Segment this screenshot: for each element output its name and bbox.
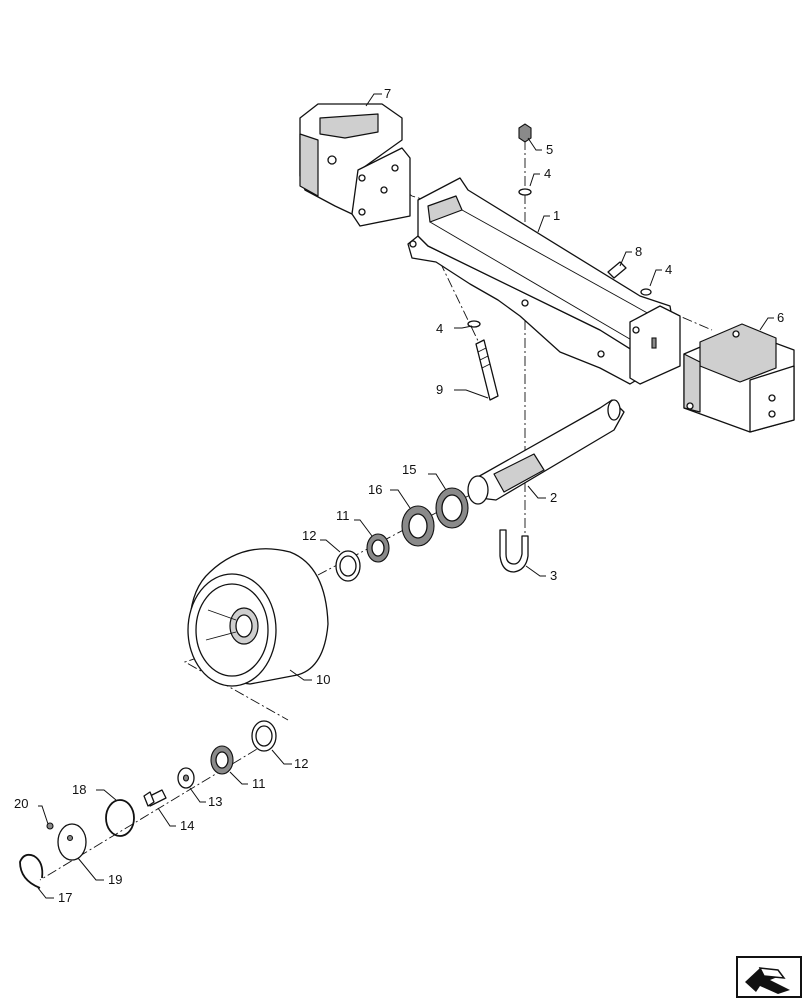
- callout-4-left: 4: [436, 321, 443, 336]
- callout-12-upper: 12: [302, 528, 316, 543]
- callout-19: 19: [108, 872, 122, 887]
- callout-10: 10: [316, 672, 330, 687]
- leader-lines: [37, 93, 774, 899]
- callout-17: 17: [58, 890, 72, 905]
- callout-13: 13: [208, 794, 222, 809]
- callout-1: 1: [553, 208, 560, 223]
- part-10-roller-wheel: [187, 548, 329, 687]
- part-2-shaft: [467, 399, 625, 505]
- cover-and-rings: [19, 799, 135, 889]
- bearing-set-upper: [335, 487, 469, 582]
- callout-labels: 7 5 4 1 8 4 6 4 9 2 3 15 16 11 12 10 12 …: [14, 86, 784, 905]
- callout-8: 8: [635, 244, 642, 259]
- part-3-u-bolt: [499, 529, 529, 573]
- center-lines: [39, 140, 713, 881]
- callout-6: 6: [777, 310, 784, 325]
- callout-20: 20: [14, 796, 28, 811]
- callout-16: 16: [368, 482, 382, 497]
- callout-12-lower: 12: [294, 756, 308, 771]
- callout-14: 14: [180, 818, 194, 833]
- callout-15: 15: [402, 462, 416, 477]
- callout-18: 18: [72, 782, 86, 797]
- callout-2: 2: [550, 490, 557, 505]
- callout-4-top: 4: [544, 166, 551, 181]
- callout-11-lower: 11: [252, 776, 266, 791]
- callout-5: 5: [546, 142, 553, 157]
- callout-11-upper: 11: [336, 508, 350, 523]
- fasteners-top: [467, 123, 652, 401]
- callout-4-right: 4: [665, 262, 672, 277]
- part-1-main-beam: [407, 177, 681, 385]
- part-7-left-mount-bracket: [299, 103, 411, 227]
- part-6-right-mount-block: [683, 323, 795, 433]
- callout-3: 3: [550, 568, 557, 583]
- callout-9: 9: [436, 382, 443, 397]
- bearing-set-lower: [143, 720, 277, 807]
- callout-7: 7: [384, 86, 391, 101]
- previous-page-arrow-icon[interactable]: [736, 956, 802, 998]
